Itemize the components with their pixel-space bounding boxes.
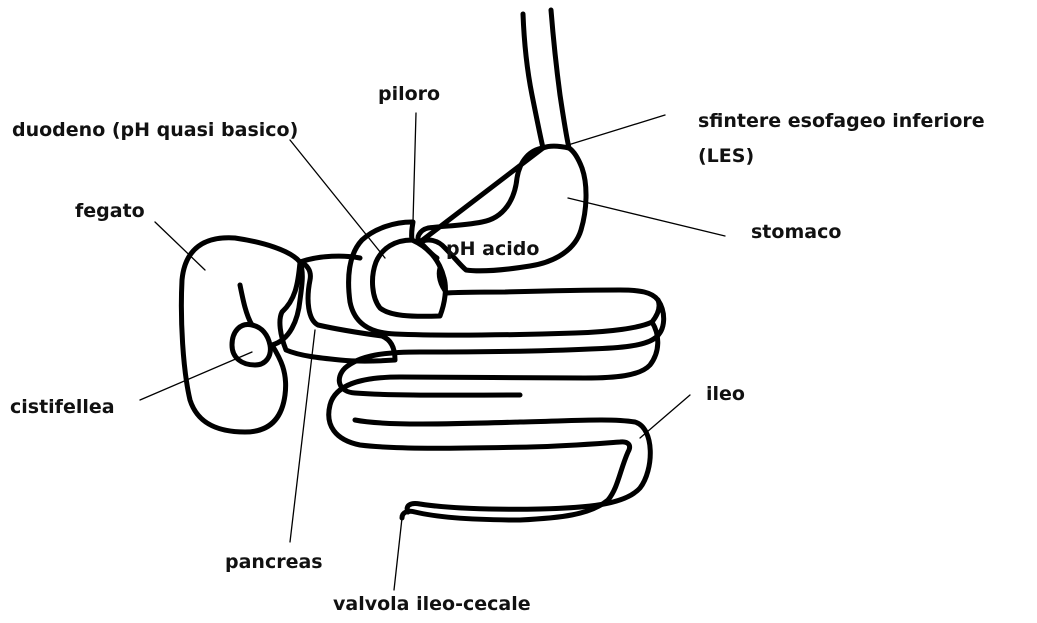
leader-cistifellea bbox=[140, 352, 252, 400]
label-fegato: fegato bbox=[75, 200, 145, 222]
label-piloro: piloro bbox=[378, 83, 440, 105]
pylorus bbox=[412, 222, 413, 240]
esophagus-left-wall bbox=[523, 14, 543, 148]
leader-duodeno bbox=[290, 140, 385, 258]
leader-stomaco bbox=[568, 198, 725, 236]
label-stomaco: stomaco bbox=[751, 221, 841, 243]
leader-valvola bbox=[394, 518, 402, 590]
label-sfintere-line1: sfintere esofageo inferiore bbox=[698, 110, 985, 132]
liver-outline bbox=[181, 238, 302, 432]
leader-piloro bbox=[413, 113, 416, 222]
label-sfintere-line2: (LES) bbox=[698, 145, 754, 167]
leader-ileo bbox=[640, 395, 690, 438]
ileum-lower-loop bbox=[355, 420, 650, 512]
esophagus-right-wall bbox=[551, 10, 569, 148]
gallbladder-outline bbox=[232, 324, 270, 365]
leader-sfintere bbox=[568, 115, 665, 145]
duodenum-inner bbox=[373, 240, 446, 316]
label-valvola: valvola ileo-cecale bbox=[333, 593, 531, 615]
label-pancreas: pancreas bbox=[225, 551, 323, 573]
label-cistifellea: cistifellea bbox=[10, 396, 115, 418]
liver-inner bbox=[240, 285, 252, 325]
leader-pancreas bbox=[290, 330, 315, 542]
label-ileo: ileo bbox=[706, 383, 745, 405]
label-duodeno: duodeno (pH quasi basico) bbox=[12, 119, 298, 141]
label-ph-acido: pH acido bbox=[446, 238, 539, 260]
